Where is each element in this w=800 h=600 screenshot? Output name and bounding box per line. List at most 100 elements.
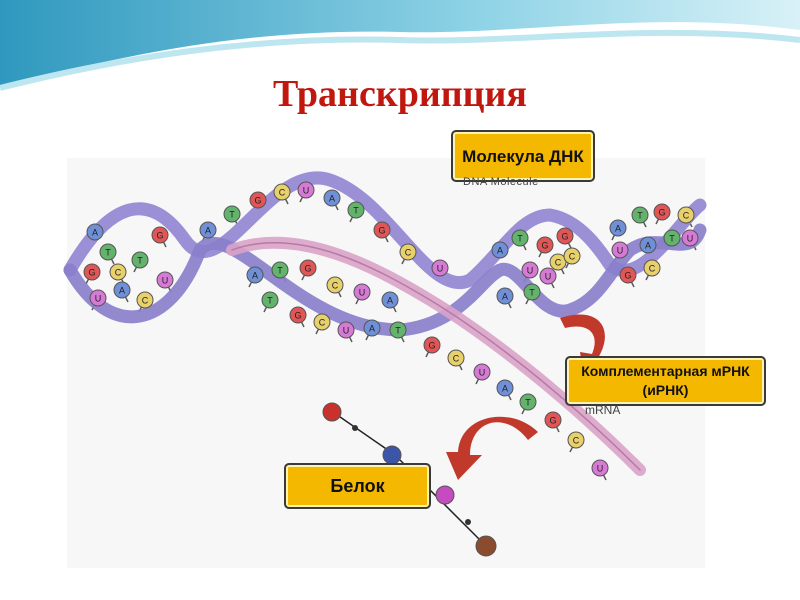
nucleotide-bead: G [653,203,671,221]
nucleotide-letter: U [359,288,366,298]
nucleotide-letter: T [669,234,675,244]
nucleotide-bead: U [591,459,609,477]
nucleotide-letter: T [517,234,523,244]
nucleotide-letter: C [573,436,580,446]
nucleotide-letter: G [658,208,665,218]
nucleotide-letter: U [162,276,169,286]
nucleotide-letter: G [88,268,95,278]
nucleotide-bead: G [151,226,169,244]
nucleotide-letter: A [502,384,508,394]
nucleotide-bead: U [681,229,699,247]
nucleotide-letter: G [541,241,548,251]
nucleotide-bead: G [556,227,574,245]
nucleotide-letter: A [92,228,98,238]
nucleotide-letter: G [294,311,301,321]
nucleotide-bead: U [297,181,315,199]
nucleotide-letter: A [645,241,651,251]
nucleotide-bead: T [347,201,365,219]
nucleotide-bead: G [289,306,307,324]
nucleotide-letter: C [405,248,412,258]
slide-title: Транскрипция [273,73,527,115]
nucleotide-bead: T [261,291,279,309]
nucleotide-bead: T [389,321,407,339]
nucleotide-letter: T [277,266,283,276]
nucleotide-letter: T [637,211,643,221]
nucleotide-letter: U [597,464,604,474]
nucleotide-bead: U [473,363,491,381]
nucleotide-letter: U [437,264,444,274]
nucleotide-letter: G [254,196,261,206]
nucleotide-letter: G [156,231,163,241]
nucleotide-letter: C [453,354,460,364]
nucleotide-letter: A [502,292,508,302]
nucleotide-bead: T [631,206,649,224]
nucleotide-bead: T [519,393,537,411]
nucleotide-letter: A [615,224,621,234]
nucleotide-bead: U [337,321,355,339]
nucleotide-letter: C [555,258,562,268]
nucleotide-bead: A [496,379,514,397]
nucleotide-bead: A [609,219,627,237]
nucleotide-bead: U [353,283,371,301]
nucleotide-bead: G [544,411,562,429]
nucleotide-bead: A [639,236,657,254]
nucleotide-bead: U [611,241,629,259]
nucleotide-bead: U [539,267,557,285]
protein-label: Белок [284,463,431,509]
dna-molecule-label: Молекула ДНК [451,130,595,182]
mrna-sublabel: mRNA [585,403,621,417]
nucleotide-bead: U [521,261,539,279]
nucleotide-bead: G [373,221,391,239]
nucleotide-letter: C [649,264,656,274]
nucleotide-bead: T [511,229,529,247]
nucleotide-letter: A [119,286,125,296]
nucleotide-letter: C [332,281,339,291]
nucleotide-bead: T [131,251,149,269]
nucleotide-bead: A [381,291,399,309]
nucleotide-letter: G [549,416,556,426]
nucleotide-letter: C [569,252,576,262]
nucleotide-bead: T [223,205,241,223]
nucleotide-bead: C [399,243,417,261]
nucleotide-letter: T [267,296,273,306]
nucleotide-bead: A [491,241,509,259]
nucleotide-letter: T [525,398,531,408]
nucleotide-bead: A [86,223,104,241]
nucleotide-bead: G [299,259,317,277]
nucleotide-bead: C [567,431,585,449]
nucleotide-letter: C [115,268,122,278]
nucleotide-bead: A [496,287,514,305]
curved-arrow-mrna-to-protein [446,416,538,480]
nucleotide-bead: A [199,221,217,239]
nucleotide-bead: C [326,276,344,294]
nucleotide-letter: T [105,248,111,258]
nucleotide-letter: U [527,266,534,276]
nucleotide-bead: C [447,349,465,367]
nucleotide-bead: T [663,229,681,247]
nucleotide-bead: C [643,259,661,277]
nucleotide-letter: A [497,246,503,256]
nucleotide-bead: U [89,289,107,307]
nucleotide-letter: G [304,264,311,274]
dna-molecule-sublabel: DNA Molecule [463,176,539,188]
nucleotide-bead: G [423,336,441,354]
mrna-label: Комплементарная мРНК (иРНК) [565,356,766,406]
nucleotide-letter: G [378,226,385,236]
nucleotide-letter: A [369,324,375,334]
nucleotide-bead: U [156,271,174,289]
nucleotide-letter: A [252,271,258,281]
nucleotide-letter: U [545,272,552,282]
nucleotide-letter: U [343,326,350,336]
nucleotide-bead: G [83,263,101,281]
nucleotide-letter: G [561,232,568,242]
nucleotide-letter: C [319,318,326,328]
nucleotide-letter: U [95,294,102,304]
nucleotide-bead: C [109,263,127,281]
nucleotide-bead: T [523,283,541,301]
nucleotide-letter: U [687,234,694,244]
nucleotide-bead: C [677,206,695,224]
nucleotide-bead: G [619,266,637,284]
